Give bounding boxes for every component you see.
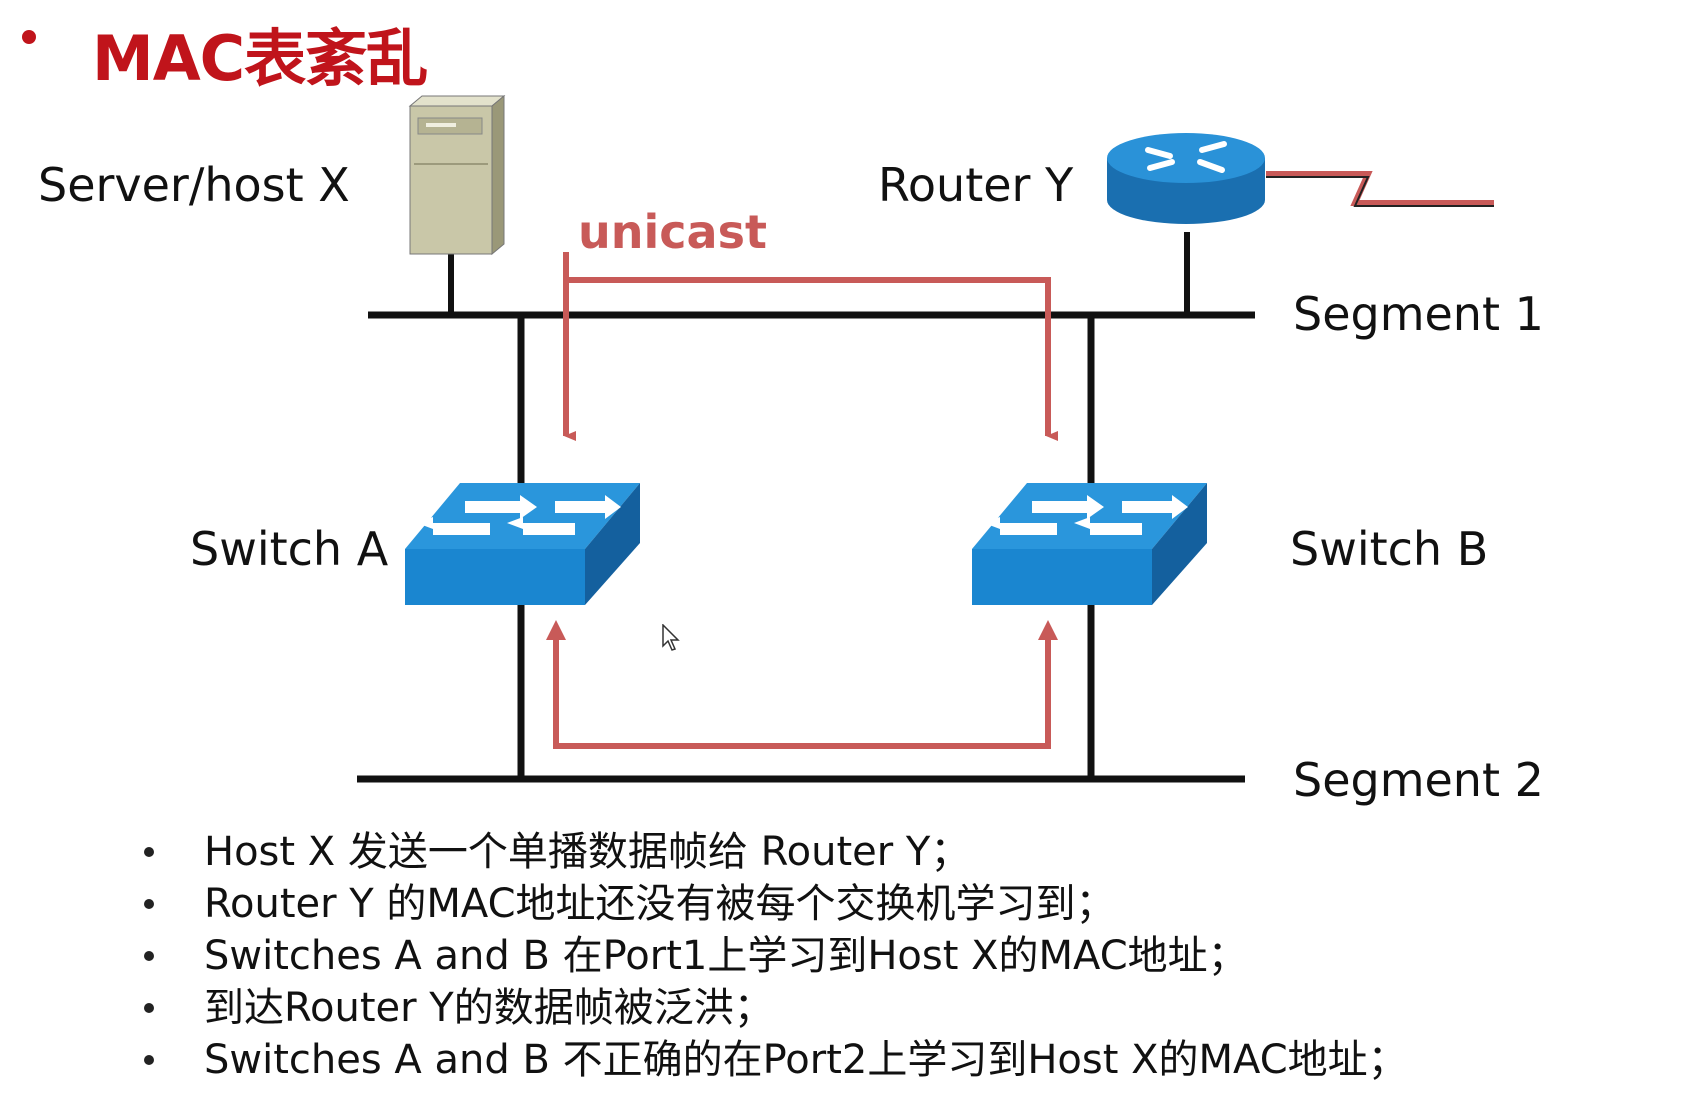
bullet-text: Switches A and B 在Port1上学习到Host X的MAC地址； [204, 933, 1248, 979]
bullet-dot [144, 1003, 154, 1013]
bullet-dot [144, 1055, 154, 1065]
bullet-item: Host X 发送一个单播数据帧给 Router Y； [140, 826, 1408, 878]
flood-arrowhead-left [546, 620, 566, 640]
bullet-dot [144, 899, 154, 909]
flood-flow-bottom [553, 628, 1051, 749]
bullet-text: 到达Router Y的数据帧被泛洪； [204, 985, 774, 1031]
bullet-item: Router Y 的MAC地址还没有被每个交换机学习到； [140, 878, 1408, 930]
flood-arrowhead-right [1038, 620, 1058, 640]
bullet-dot [144, 847, 154, 857]
unicast-flow-top [563, 252, 1058, 441]
bullet-item: Switches A and B 不正确的在Port2上学习到Host X的MA… [140, 1034, 1408, 1086]
cursor-icon [662, 624, 680, 651]
bullet-list: Host X 发送一个单播数据帧给 Router Y； Router Y 的MA… [140, 826, 1408, 1086]
switch-icon [405, 483, 640, 605]
bullet-dot [144, 951, 154, 961]
bullet-text: Host X 发送一个单播数据帧给 Router Y； [204, 829, 971, 875]
slide-title: MAC表紊乱 [92, 22, 428, 95]
unicast-label: unicast [578, 205, 767, 259]
segment1-label: Segment 1 [1293, 287, 1544, 341]
router-icon [1107, 133, 1494, 224]
bullet-item: Switches A and B 在Port1上学习到Host X的MAC地址； [140, 930, 1408, 982]
router-label: Router Y [878, 158, 1074, 212]
title-bullet [22, 30, 36, 44]
bullet-item: 到达Router Y的数据帧被泛洪； [140, 982, 1408, 1034]
server-icon [408, 94, 506, 256]
bullet-text: Router Y 的MAC地址还没有被每个交换机学习到； [204, 881, 1116, 927]
segment2-label: Segment 2 [1293, 753, 1544, 807]
bullet-text: Switches A and B 不正确的在Port2上学习到Host X的MA… [204, 1037, 1408, 1083]
switch-icon [972, 483, 1207, 605]
switch-a-label: Switch A [190, 522, 389, 576]
switch-b-label: Switch B [1290, 522, 1489, 576]
server-label: Server/host X [38, 158, 350, 212]
